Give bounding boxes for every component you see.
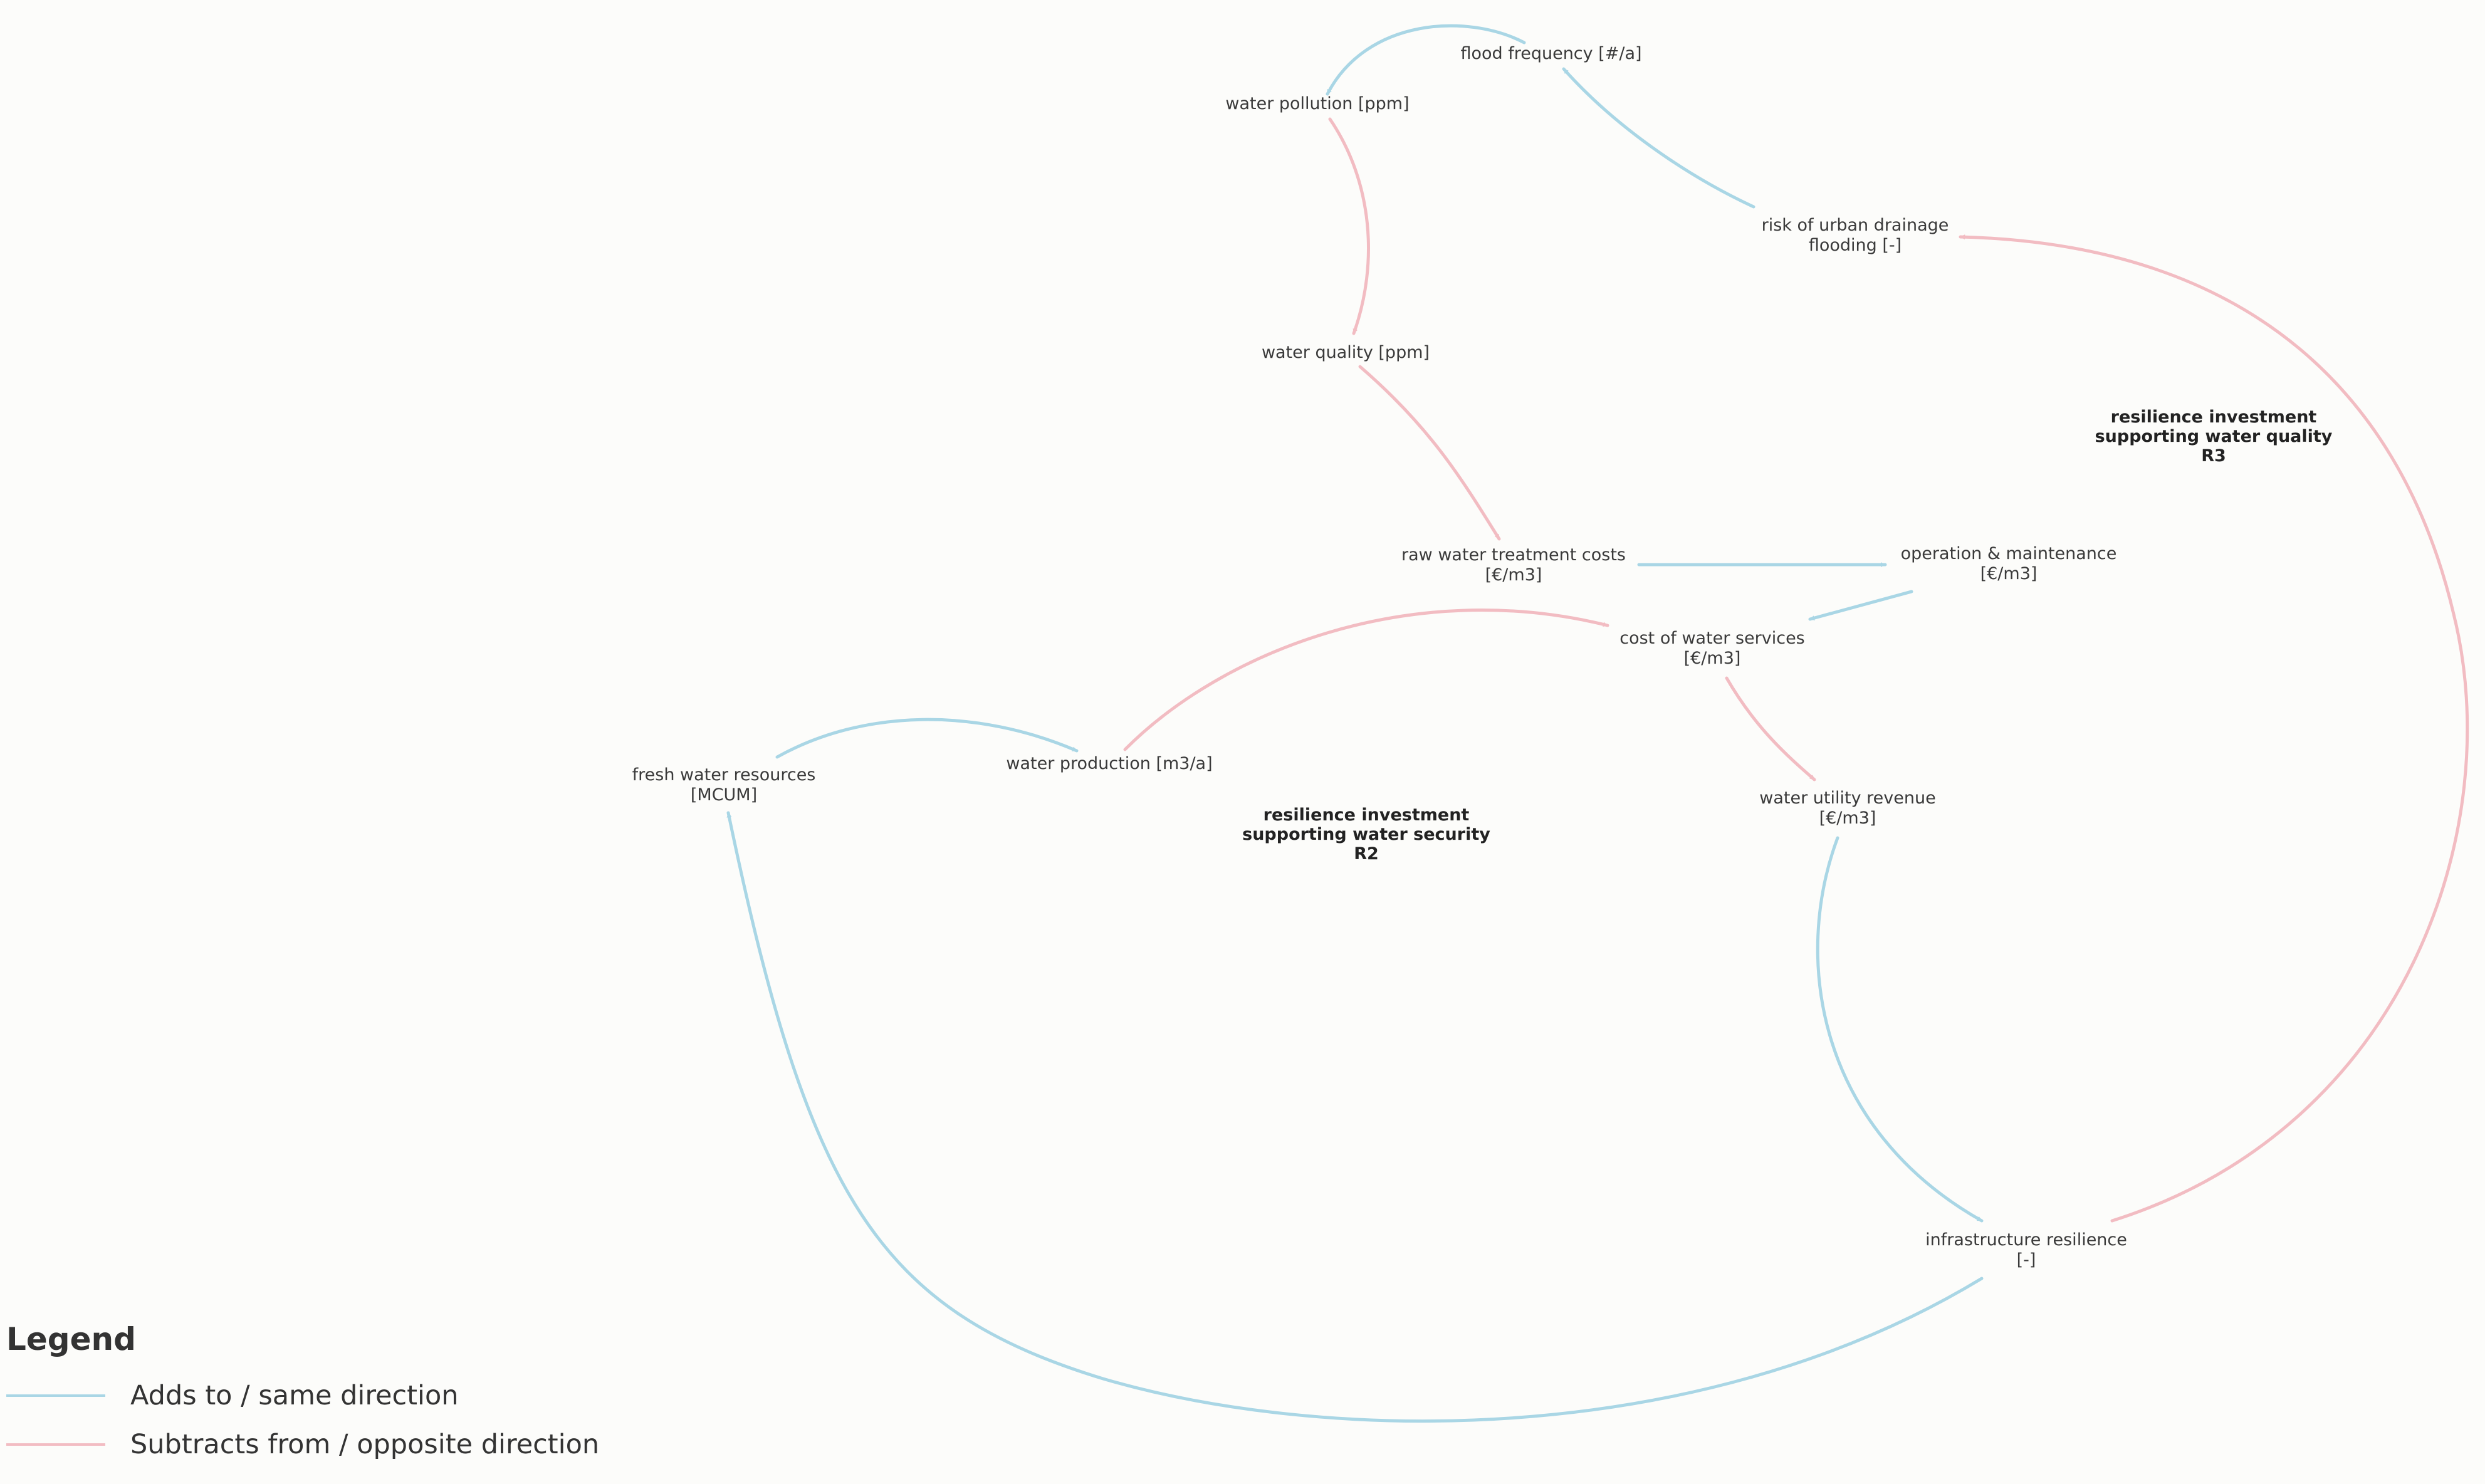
node-water-utility-revenue[interactable]: water utility revenue [€/m3] [1759, 788, 1935, 828]
node-line: flooding [-] [1808, 236, 1902, 255]
node-water-quality[interactable]: water quality [ppm] [1262, 343, 1430, 363]
loop-label-line: resilience investment [1263, 805, 1470, 825]
loop-label-r2: resilience investment supporting water s… [1242, 805, 1490, 864]
link-water-production-to-cost-water-services [1123, 609, 1609, 751]
node-infrastructure-resilience[interactable]: infrastructure resilience [-] [1925, 1230, 2127, 1270]
link-infrastructure-resilience-to-risk-urban-drainage [1959, 234, 2469, 1223]
legend-item-positive: Adds to / same direction [6, 1371, 599, 1420]
node-water-production[interactable]: water production [m3/a] [1006, 754, 1212, 774]
node-line: infrastructure resilience [1925, 1230, 2127, 1250]
link-flood-frequency-to-water-pollution [1326, 24, 1526, 96]
node-line: raw water treatment costs [1401, 545, 1626, 565]
node-line: risk of urban drainage [1761, 216, 1949, 235]
legend-title: Legend [6, 1321, 136, 1357]
node-water-pollution[interactable]: water pollution [ppm] [1225, 94, 1409, 114]
node-line: [MCUM] [690, 785, 758, 805]
legend-item-negative: Subtracts from / opposite direction [6, 1420, 599, 1469]
node-line: fresh water resources [632, 765, 816, 785]
legend: Legend Adds to / same direction Subtract… [6, 1321, 599, 1469]
legend-label-negative: Subtracts from / opposite direction [130, 1429, 600, 1460]
loop-label-line: R3 [2201, 446, 2226, 466]
node-cost-water-services[interactable]: cost of water services [€/m3] [1619, 629, 1805, 669]
node-raw-water-treatment[interactable]: raw water treatment costs [€/m3] [1401, 545, 1626, 585]
node-risk-urban-drainage[interactable]: risk of urban drainage flooding [-] [1762, 216, 1949, 256]
node-line: water pollution [ppm] [1225, 94, 1410, 113]
loop-label-r3: resilience investment supporting water q… [2095, 407, 2333, 466]
link-cost-water-services-to-water-utility-revenue [1725, 676, 1816, 781]
link-risk-urban-drainage-to-flood-frequency [1562, 67, 1755, 209]
legend-swatch-negative [6, 1443, 105, 1446]
node-line: operation & maintenance [1900, 544, 2117, 563]
link-fresh-water-resources-to-water-production [775, 718, 1079, 759]
link-water-pollution-to-water-quality [1328, 117, 1370, 335]
node-line: [€/m3] [1819, 808, 1876, 828]
node-line: [€/m3] [1980, 564, 2038, 583]
legend-swatch-positive [6, 1394, 105, 1397]
loop-label-line: supporting water quality [2095, 427, 2333, 446]
node-operation-maintenance[interactable]: operation & maintenance [€/m3] [1901, 544, 2117, 584]
link-operation-maintenance-to-cost-water-services [1808, 590, 1913, 621]
loop-label-line: resilience investment [2110, 407, 2317, 427]
node-fresh-water-resources[interactable]: fresh water resources [MCUM] [632, 765, 816, 805]
node-line: [€/m3] [1683, 649, 1741, 668]
node-line: [-] [2016, 1250, 2036, 1270]
node-line: cost of water services [1619, 629, 1805, 648]
link-water-quality-to-raw-water-treatment [1358, 365, 1501, 541]
loop-label-line: supporting water security [1242, 825, 1490, 844]
node-line: water quality [ppm] [1261, 343, 1430, 362]
node-line: [€/m3] [1485, 565, 1542, 585]
node-line: water production [m3/a] [1006, 754, 1213, 773]
loop-label-line: R2 [1354, 844, 1379, 864]
node-flood-frequency[interactable]: flood frequency [#/a] [1460, 44, 1641, 64]
causal-links [726, 24, 2469, 1423]
node-line: flood frequency [#/a] [1460, 44, 1642, 63]
link-infrastructure-resilience-to-fresh-water-resources [726, 811, 1984, 1423]
link-water-utility-revenue-to-infrastructure-resilience [1816, 836, 1984, 1223]
node-line: water utility revenue [1759, 788, 1936, 808]
legend-label-positive: Adds to / same direction [130, 1380, 459, 1411]
